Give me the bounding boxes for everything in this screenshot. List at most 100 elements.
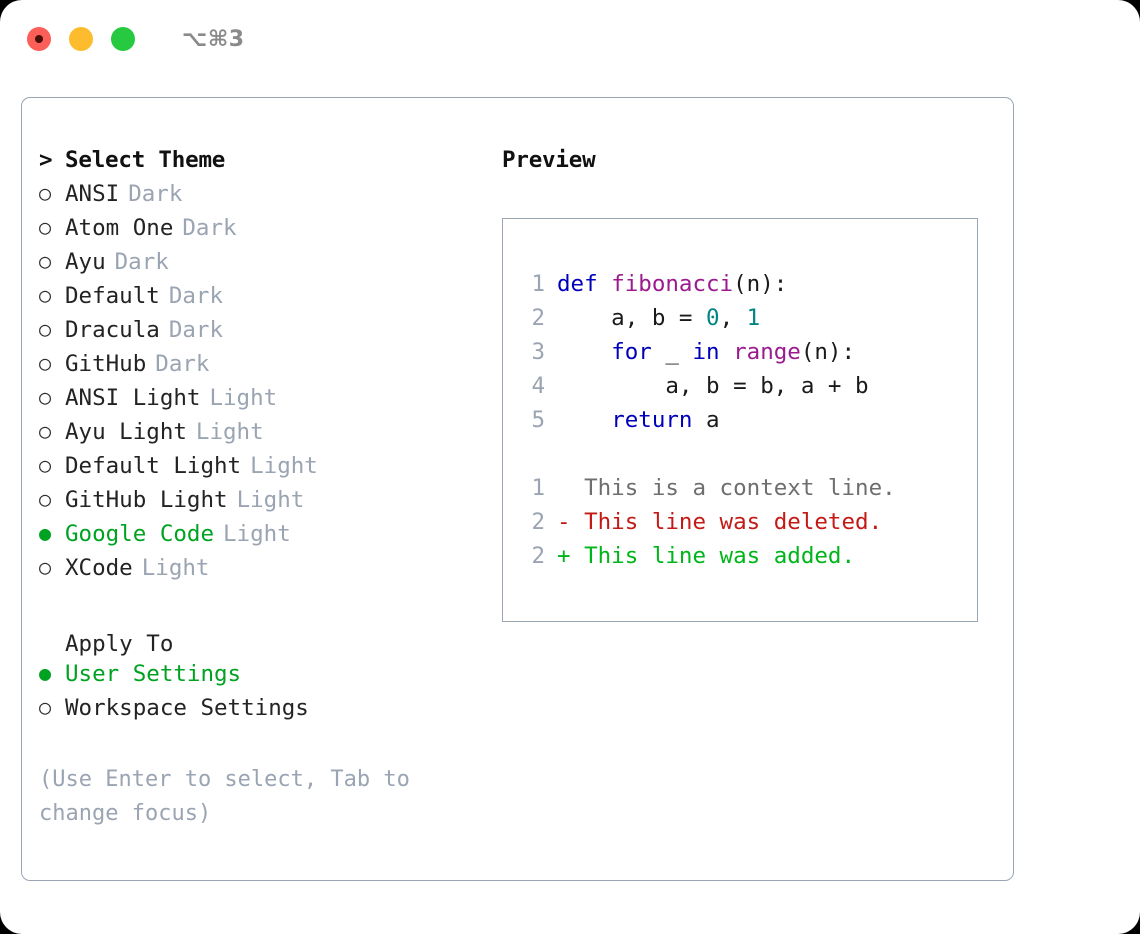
code-token (720, 339, 734, 365)
diff-sample: 1 This is a context line.2- This line wa… (519, 471, 977, 573)
code-token: _ (651, 339, 693, 365)
line-number: 5 (531, 407, 545, 433)
radio-unselected-icon[interactable]: ○ (39, 695, 52, 719)
theme-name-label: Ayu Light (65, 419, 187, 445)
radio-selected-icon[interactable]: ● (39, 521, 52, 545)
code-token: , (719, 305, 747, 331)
theme-variant-tag: Light (250, 453, 318, 479)
theme-variant-tag: Light (141, 555, 210, 581)
code-token: 1 (746, 305, 761, 331)
keyboard-shortcut-label: ⌥⌘3 (182, 26, 245, 52)
line-number: 2 (531, 305, 545, 331)
prompt-caret-icon: > (39, 147, 53, 173)
theme-list-item[interactable]: ○ Ayu Dark (39, 249, 479, 283)
theme-list-item[interactable]: ○ ANSI Dark (39, 181, 479, 215)
theme-list-item[interactable]: ○ Default Light Light (39, 453, 479, 487)
diff-line: 2- This line was deleted. (519, 505, 977, 539)
code-token: def (557, 271, 612, 297)
theme-variant-tag: Dark (128, 181, 183, 207)
line-number: 1 (531, 475, 545, 501)
theme-name-label: Google Code (65, 521, 215, 547)
theme-name-label: Ayu (65, 249, 106, 275)
page-title: Select Theme (65, 147, 226, 173)
code-line: 5 return a (519, 403, 977, 437)
theme-name-label: ANSI (65, 181, 120, 207)
close-button[interactable] (27, 27, 51, 51)
theme-name-label: Default Light (65, 453, 242, 479)
theme-list-item[interactable]: ● Google Code Light (39, 521, 479, 555)
radio-unselected-icon[interactable]: ○ (39, 317, 52, 341)
apply-to-header: Apply To (65, 631, 174, 657)
radio-unselected-icon[interactable]: ○ (39, 487, 52, 511)
radio-unselected-icon[interactable]: ○ (39, 385, 52, 409)
code-token: return (611, 407, 693, 433)
code-token: for (611, 339, 652, 365)
line-number: 2 (531, 543, 545, 569)
radio-unselected-icon[interactable]: ○ (39, 283, 52, 307)
diff-line: 2+ This line was added. (519, 539, 977, 573)
radio-unselected-icon[interactable]: ○ (39, 555, 52, 579)
diff-marker: + (557, 543, 585, 569)
theme-variant-tag: Dark (155, 351, 210, 377)
minimize-button[interactable] (69, 27, 93, 51)
code-line: 3 for _ in range(n): (519, 335, 977, 369)
radio-unselected-icon[interactable]: ○ (39, 181, 52, 205)
apply-to-item[interactable]: ○ Workspace Settings (39, 695, 479, 729)
code-token: (n): (800, 339, 856, 365)
theme-variant-tag: Light (223, 521, 291, 547)
code-token: fibonacci (611, 271, 734, 297)
diff-text: This is a context line. (584, 475, 896, 501)
theme-list-item[interactable]: ○ GitHub Dark (39, 351, 479, 385)
code-token: in (692, 339, 720, 365)
line-number: 2 (531, 509, 545, 535)
code-token: range (733, 339, 801, 365)
radio-unselected-icon[interactable]: ○ (39, 419, 52, 443)
apply-to-list: ● User Settings ○ Workspace Settings (39, 661, 479, 729)
theme-variant-tag: Dark (182, 215, 237, 241)
theme-variant-tag: Light (209, 385, 278, 411)
select-theme-header: > Select Theme (39, 147, 479, 181)
traffic-lights (27, 27, 135, 51)
radio-unselected-icon[interactable]: ○ (39, 351, 52, 375)
radio-unselected-icon[interactable]: ○ (39, 215, 52, 239)
theme-name-label: Dracula (65, 317, 160, 343)
diff-marker (557, 475, 584, 501)
radio-unselected-icon[interactable]: ○ (39, 453, 52, 477)
theme-list-item[interactable]: ○ Dracula Dark (39, 317, 479, 351)
preview-title: Preview (502, 147, 596, 173)
code-line: 4 a, b = b, a + b (519, 369, 977, 403)
code-line: 2 a, b = 0, 1 (519, 301, 977, 335)
theme-variant-tag: Dark (168, 283, 224, 309)
apply-to-label: Workspace Settings (65, 695, 309, 721)
diff-text: This line was deleted. (584, 509, 883, 535)
maximize-button[interactable] (111, 27, 135, 51)
apply-to-label: User Settings (65, 661, 242, 687)
apply-to-item[interactable]: ● User Settings (39, 661, 479, 695)
theme-variant-tag: Dark (114, 249, 169, 275)
code-token (557, 339, 611, 365)
code-token: a, b = (557, 305, 707, 331)
theme-name-label: ANSI Light (65, 385, 201, 411)
theme-list-item[interactable]: ○ ANSI Light Light (39, 385, 479, 419)
radio-selected-icon[interactable]: ● (39, 661, 52, 685)
diff-marker: - (557, 509, 585, 535)
code-token: (n): (733, 271, 788, 297)
diff-line: 1 This is a context line. (519, 471, 977, 505)
radio-unselected-icon[interactable]: ○ (39, 249, 52, 273)
theme-name-label: GitHub (65, 351, 147, 377)
theme-variant-tag: Dark (168, 317, 224, 343)
code-token: a (692, 407, 720, 433)
